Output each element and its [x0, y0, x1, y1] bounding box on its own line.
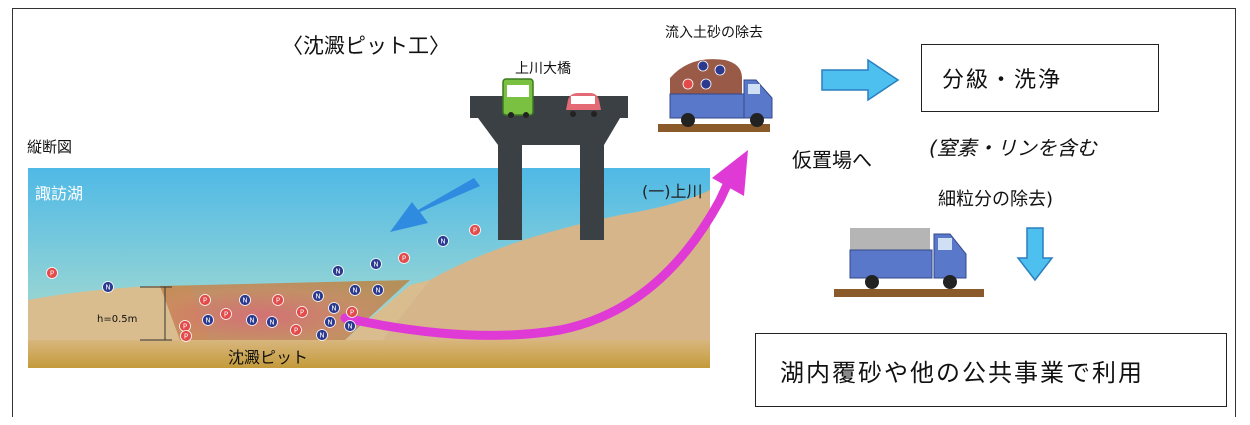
reuse-text: 湖内覆砂や他の公共事業で利用 — [780, 358, 1144, 387]
phosphorus-particle — [199, 294, 211, 306]
nitrogen-particle — [370, 258, 382, 270]
temp-site-label: 仮置場へ — [792, 148, 872, 172]
bus-icon — [502, 78, 534, 118]
river-bank — [360, 190, 710, 368]
nitrogen-symbol: N — [105, 284, 110, 292]
inflow-arrow — [390, 178, 480, 232]
phosphorus-particle — [180, 330, 192, 342]
reuse-truck-icon — [834, 228, 984, 297]
phosphorus-particle — [290, 324, 302, 336]
nitrogen-symbol: N — [205, 317, 210, 325]
nitrogen-particle — [312, 290, 324, 302]
truck-phosphorus-particle — [682, 78, 694, 90]
nitrogen-symbol: N — [242, 297, 247, 305]
diagram-title: 〈沈澱ピット工〉 — [282, 34, 450, 58]
phosphorus-particle — [346, 306, 358, 318]
transport-arrowhead — [712, 150, 748, 196]
nitrogen-particle — [246, 314, 258, 326]
nitrogen-particle — [102, 281, 114, 293]
bridge-pier — [478, 118, 620, 240]
nitrogen-symbol: N — [319, 332, 324, 340]
nitrogen-particle — [349, 284, 361, 296]
nitrogen-particle — [324, 316, 336, 328]
phosphorus-particle — [272, 294, 284, 306]
note-line-1: (窒素・リンを含む — [929, 136, 1097, 160]
phosphorus-particle — [296, 306, 308, 318]
phosphorus-particle — [220, 308, 232, 320]
classify-wash-text: 分級・洗浄 — [942, 68, 1063, 93]
nitrogen-symbol: N — [249, 317, 254, 325]
nitrogen-symbol: N — [331, 305, 336, 313]
car-icon — [566, 93, 601, 117]
reuse-box: 湖内覆砂や他の公共事業で利用 — [755, 333, 1227, 407]
nitrogen-symbol: N — [269, 319, 274, 327]
nitrogen-particle — [316, 329, 328, 341]
nitrogen-particle — [202, 314, 214, 326]
nitrogen-symbol: N — [335, 268, 340, 276]
phosphorus-symbol: P — [276, 297, 280, 305]
phosphorus-symbol: P — [294, 327, 298, 335]
removal-label: 流入土砂の除去 — [665, 25, 763, 41]
down-arrow — [1016, 227, 1054, 282]
phosphorus-symbol: P — [300, 309, 304, 317]
pit-label: 沈澱ピット — [228, 348, 309, 367]
phosphorus-symbol: P — [224, 311, 228, 319]
phosphorus-particle — [398, 252, 410, 264]
truck-nitrogen-particle — [700, 78, 712, 90]
classify-wash-box: 分級・洗浄 — [921, 44, 1159, 112]
nitrogen-symbol: N — [375, 287, 380, 295]
phosphorus-particle — [46, 267, 58, 279]
phosphorus-symbol: P — [350, 309, 354, 317]
phosphorus-symbol: P — [402, 255, 406, 263]
nitrogen-particle — [332, 265, 344, 277]
section-label: 縦断図 — [27, 138, 73, 156]
nitrogen-particle — [266, 316, 278, 328]
river-label: (一)上川 — [642, 182, 703, 201]
figure-frame — [12, 8, 1236, 417]
phosphorus-symbol: P — [183, 323, 187, 331]
nitrogen-symbol: N — [347, 323, 352, 331]
bridge-deck — [470, 96, 628, 118]
transport-arrow — [340, 169, 737, 340]
nitrogen-particle — [328, 302, 340, 314]
phosphorus-symbol: P — [203, 297, 207, 305]
ground-band — [28, 340, 710, 368]
phosphorus-symbol: P — [184, 333, 188, 341]
nitrogen-symbol: N — [440, 238, 445, 246]
lake-label: 諏訪湖 — [35, 184, 84, 203]
truck-nitrogen-particle — [697, 60, 709, 72]
nitrogen-symbol: N — [327, 319, 332, 327]
phosphorus-particle — [469, 224, 481, 236]
height-label: h=0.5m — [97, 314, 138, 325]
nitrogen-particle — [239, 294, 251, 306]
truck-nitrogen-particle — [714, 64, 726, 76]
nitrogen-particle — [344, 320, 356, 332]
nitrogen-symbol: N — [315, 293, 320, 301]
phosphorus-symbol: P — [473, 227, 477, 235]
bridge-label: 上川大橋 — [515, 61, 571, 77]
process-arrow — [821, 58, 900, 102]
nitrogen-symbol: N — [352, 287, 357, 295]
phosphorus-symbol: P — [50, 270, 54, 278]
nitrogen-particle — [372, 284, 384, 296]
nitrogen-particle — [437, 235, 449, 247]
nitrogen-symbol: N — [373, 261, 378, 269]
note-line-2: 細粒分の除去) — [938, 189, 1054, 210]
